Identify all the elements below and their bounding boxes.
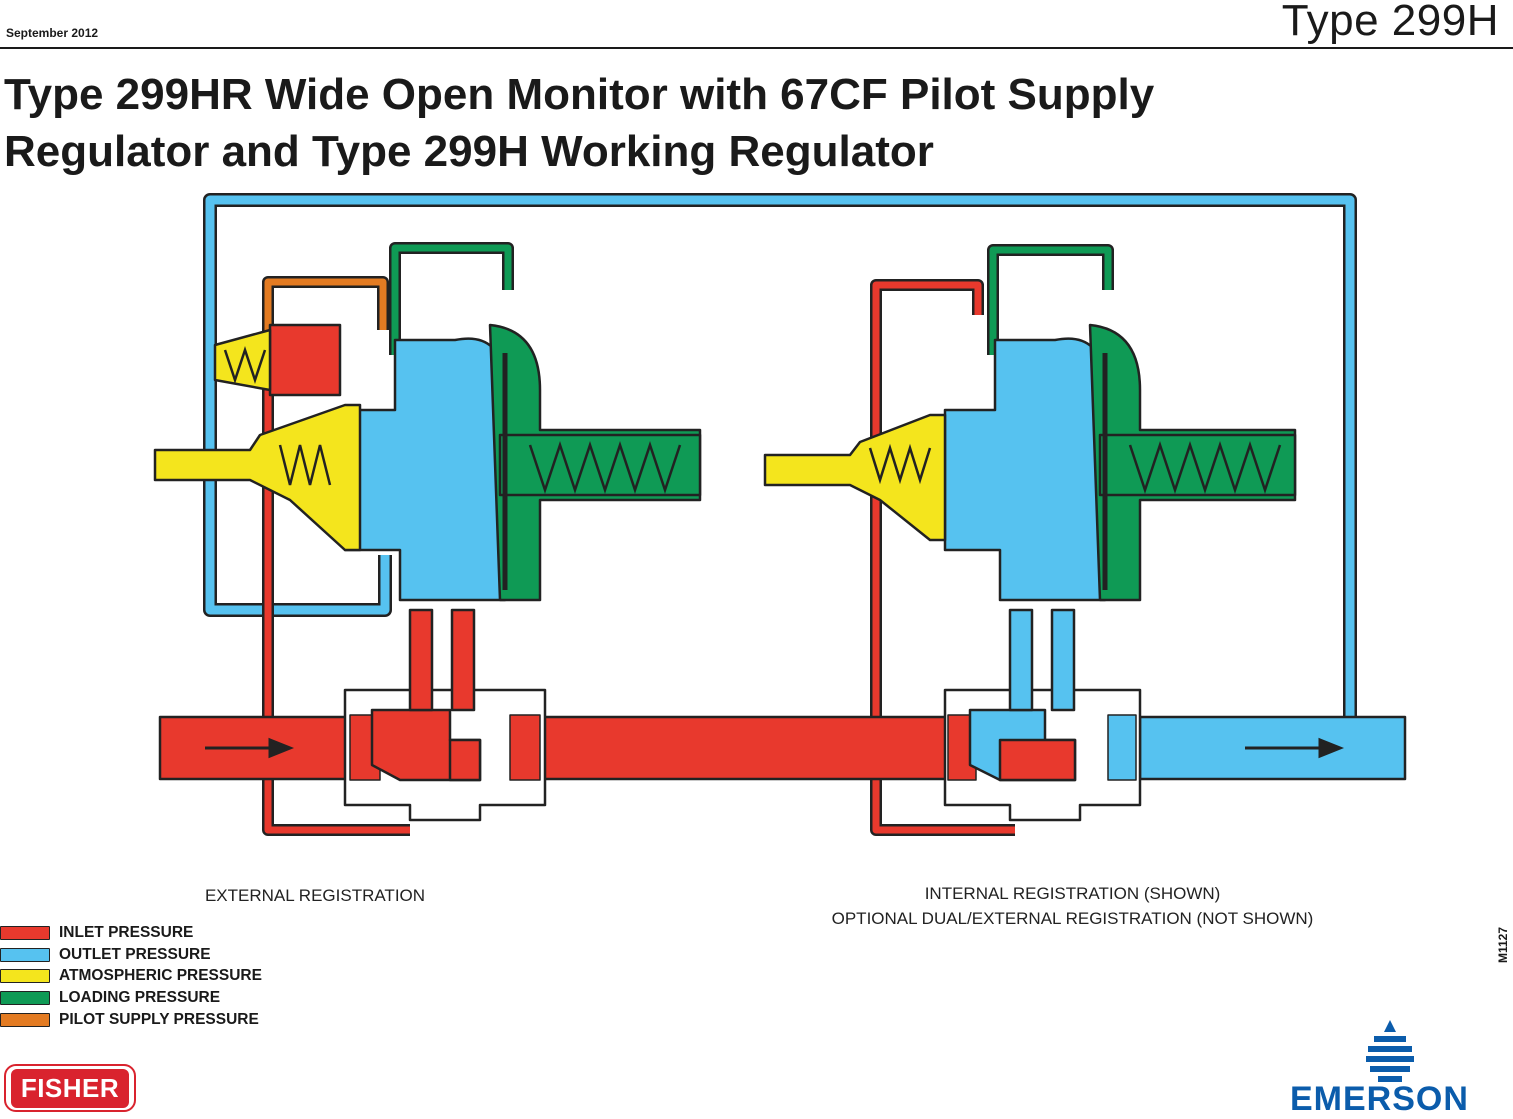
left-pilot-body — [153, 403, 362, 552]
page-title: Type 299HR Wide Open Monitor with 67CF P… — [4, 66, 1404, 180]
legend-label: OUTLET PRESSURE — [59, 945, 211, 963]
supply-regulator-body — [268, 323, 342, 397]
legend-label: LOADING PRESSURE — [59, 989, 221, 1007]
legend-swatch — [0, 1013, 50, 1028]
emerson-logo: EMERSON — [1290, 1080, 1469, 1118]
fisher-logo: FISHER — [4, 1064, 136, 1112]
fisher-logo-text: FISHER — [10, 1068, 130, 1108]
outlet-flow-arrow-icon — [1318, 737, 1345, 759]
legend-item: LOADING PRESSURE — [0, 987, 262, 1009]
legend-swatch — [0, 947, 50, 962]
header-product-type: Type 299H — [1281, 0, 1499, 45]
left-spring-housing — [498, 433, 702, 497]
legend-label: INLET PRESSURE — [59, 923, 194, 941]
emerson-emblem-icon — [1366, 1020, 1414, 1082]
inlet-flow-arrow-icon — [268, 737, 295, 759]
drawing-code: M1127 — [1496, 926, 1510, 963]
legend-swatch — [0, 969, 50, 984]
page-title-line2: Regulator and Type 299H Working Regulato… — [4, 127, 934, 176]
legend-item: PILOT SUPPLY PRESSURE — [0, 1009, 262, 1031]
page-title-line1: Type 299HR Wide Open Monitor with 67CF P… — [4, 70, 1155, 119]
right-pilot-body — [763, 413, 947, 542]
left-actuator-lower — [343, 337, 507, 602]
right-caption-line1: INTERNAL REGISTRATION (SHOWN) — [924, 884, 1221, 903]
legend-item: ATMOSPHERIC PRESSURE — [0, 966, 262, 988]
left-main-spring-icon — [528, 441, 682, 494]
legend-item: OUTLET PRESSURE — [0, 944, 262, 966]
legend-swatch — [0, 925, 50, 940]
right-pilot-spring-icon — [868, 443, 932, 485]
left-pilot-spring-icon — [278, 444, 332, 486]
legend-label: PILOT SUPPLY PRESSURE — [59, 1011, 259, 1029]
right-actuator-lower — [943, 337, 1107, 602]
header-date: September 2012 — [6, 26, 99, 40]
regulator-diagram — [153, 193, 1407, 836]
right-caption-line2: OPTIONAL DUAL/EXTERNAL REGISTRATION (NOT… — [831, 909, 1314, 928]
legend-label: ATMOSPHERIC PRESSURE — [59, 967, 262, 985]
legend-swatch — [0, 991, 50, 1006]
header-rule — [0, 47, 1513, 49]
supply-spring-icon — [223, 346, 267, 384]
right-main-spring-icon — [1128, 441, 1282, 494]
left-caption: EXTERNAL REGISTRATION — [204, 886, 426, 905]
legend-item: INLET PRESSURE — [0, 922, 262, 944]
pressure-legend: INLET PRESSURE OUTLET PRESSURE ATMOSPHERIC… — [0, 922, 262, 1031]
